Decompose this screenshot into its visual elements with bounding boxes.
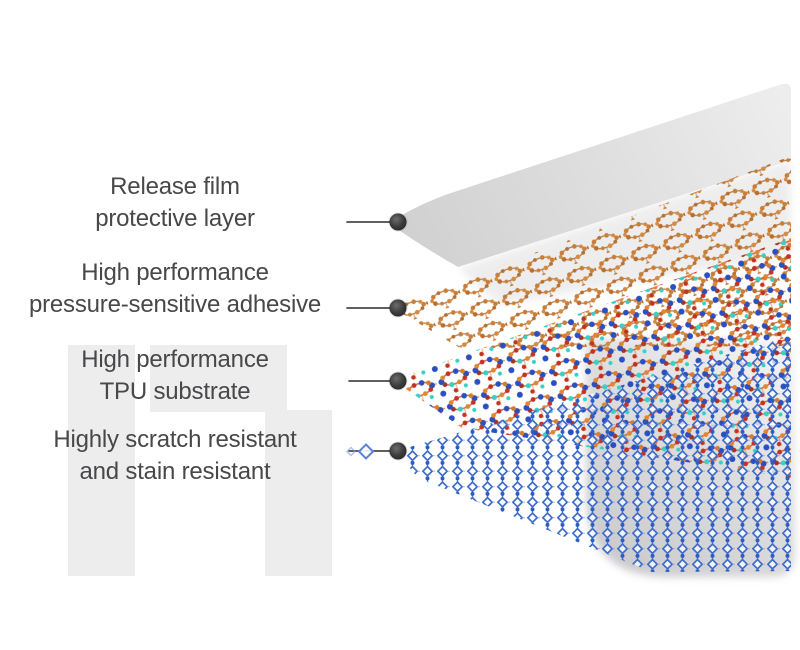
callout-adhesive (346, 298, 408, 318)
label-scratch-resistant: Highly scratch resistant and stain resis… (0, 424, 350, 488)
lattice-diamond-icon (345, 446, 357, 457)
label-line: Highly scratch resistant (53, 426, 297, 453)
label-line: Release film (110, 173, 240, 200)
label-line: and stain resistant (79, 458, 271, 485)
label-tpu-substrate: High performance TPU substrate (0, 344, 350, 408)
lattice-diamond-icon (357, 443, 375, 460)
label-line: pressure-sensitive adhesive (28, 291, 322, 318)
callout-tpu-substrate (348, 371, 408, 391)
label-release-film: Release film protective layer (0, 171, 350, 235)
watermark-stroke-right (265, 410, 332, 576)
callout-release-film (346, 212, 408, 232)
topcoat-layer (396, 336, 791, 572)
label-line: High performance (81, 346, 269, 373)
callout-dot (388, 298, 408, 318)
label-adhesive: High performance pressure-sensitive adhe… (0, 257, 350, 321)
callout-dot (388, 371, 408, 391)
callout-dot (388, 441, 408, 461)
watermark-stroke-top (150, 345, 287, 412)
watermark-stroke-left (68, 345, 135, 576)
label-line: High performance (81, 259, 269, 286)
release-film-layer (389, 83, 791, 268)
label-line: protective layer (95, 205, 255, 232)
callout-dot (388, 212, 408, 232)
callout-topcoat (345, 441, 408, 461)
label-line: TPU substrate (99, 378, 251, 405)
